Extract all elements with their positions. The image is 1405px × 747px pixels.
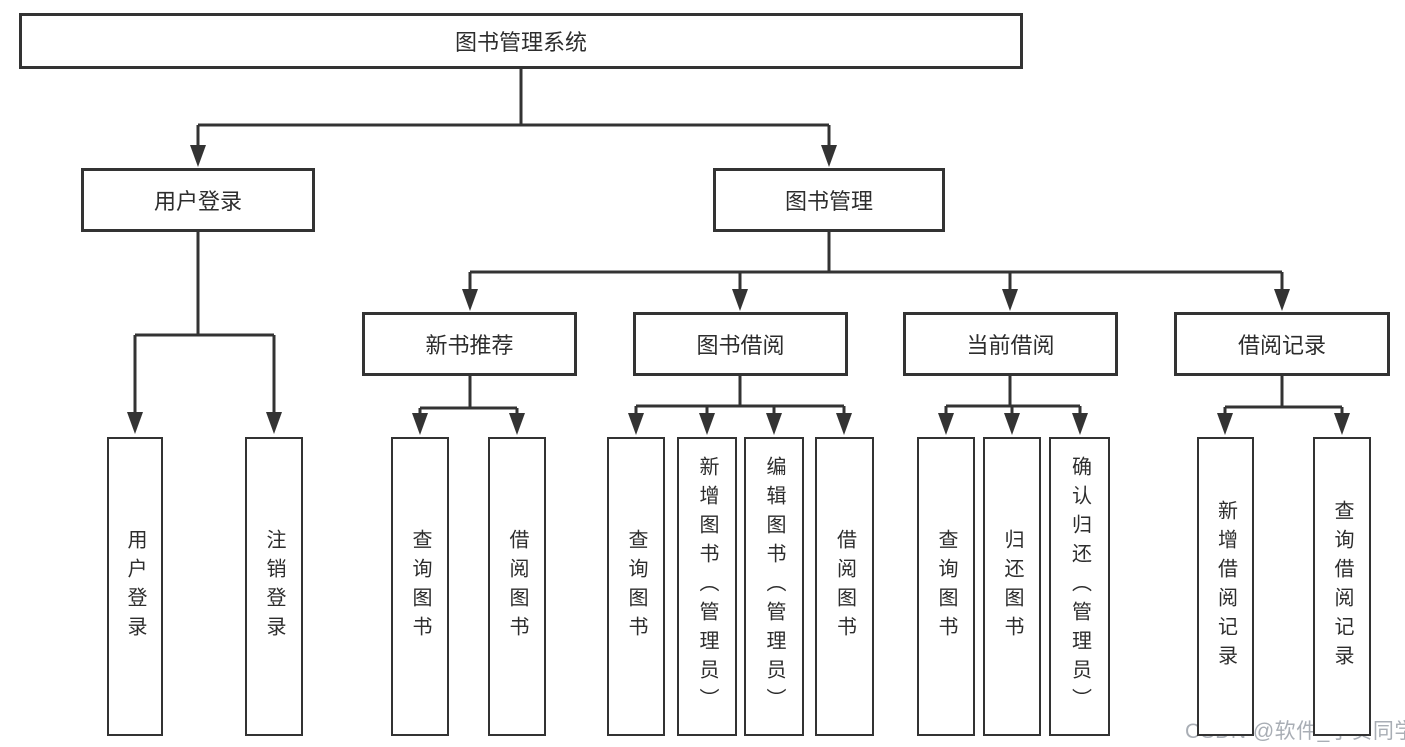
node-confirm-return-admin: 确认归还（管理员） — [1049, 437, 1110, 736]
node-label: 图书借阅 — [696, 333, 785, 358]
arrowhead-icon — [1217, 413, 1233, 435]
arrowhead-icon — [1002, 289, 1018, 311]
arrowhead-icon — [127, 412, 143, 434]
node-label: 新增借阅记录 — [1214, 499, 1237, 674]
node-current-borrow: 当前借阅 — [903, 312, 1118, 376]
node-label: 图书管理系统 — [454, 30, 587, 55]
node-label: 查询借阅记录 — [1331, 499, 1353, 674]
arrowhead-icon — [1334, 413, 1350, 435]
arrowhead-icon — [266, 412, 282, 434]
node-label: 借阅图书 — [506, 528, 528, 645]
arrowhead-icon — [190, 145, 206, 167]
node-book-management: 图书管理 — [713, 168, 945, 232]
arrowhead-icon — [628, 413, 644, 435]
node-label: 新增图书（管理员） — [696, 456, 718, 717]
arrowhead-icon — [821, 145, 837, 167]
node-label: 用户登录 — [153, 189, 242, 214]
node-add-borrow-record: 新增借阅记录 — [1197, 437, 1254, 736]
node-user-login-branch: 用户登录 — [81, 168, 315, 232]
node-query-books-recommend: 查询图书 — [391, 437, 449, 736]
node-label: 查询图书 — [935, 528, 957, 645]
node-label: 确认归还（管理员） — [1068, 456, 1091, 717]
arrowhead-icon — [732, 289, 748, 311]
node-label: 借阅图书 — [833, 528, 856, 645]
node-add-book-admin: 新增图书（管理员） — [677, 437, 737, 736]
node-query-borrow-record: 查询借阅记录 — [1313, 437, 1371, 736]
node-logout: 注销登录 — [245, 437, 303, 736]
node-label: 新书推荐 — [425, 333, 514, 358]
arrowhead-icon — [766, 413, 782, 435]
node-user-login-leaf: 用户登录 — [107, 437, 163, 736]
node-edit-book-admin: 编辑图书（管理员） — [744, 437, 804, 736]
node-book-borrow: 图书借阅 — [633, 312, 848, 376]
arrowhead-icon — [938, 413, 954, 435]
arrowhead-icon — [1072, 413, 1088, 435]
node-label: 借阅记录 — [1237, 333, 1326, 358]
node-query-books-borrow: 查询图书 — [607, 437, 665, 736]
node-label: 图书管理 — [784, 189, 873, 214]
arrowhead-icon — [1274, 289, 1290, 311]
node-label: 用户登录 — [124, 528, 146, 645]
arrowhead-icon — [462, 289, 478, 311]
node-label: 注销登录 — [263, 528, 285, 645]
node-label: 查询图书 — [409, 528, 431, 645]
node-borrow-records: 借阅记录 — [1174, 312, 1390, 376]
arrowhead-icon — [1004, 413, 1020, 435]
arrowhead-icon — [412, 413, 428, 435]
node-borrow-books-leaf: 借阅图书 — [815, 437, 874, 736]
node-borrow-books-recommend: 借阅图书 — [488, 437, 546, 736]
arrowheads — [127, 145, 1350, 435]
node-new-book-recommend: 新书推荐 — [362, 312, 577, 376]
node-label: 查询图书 — [625, 528, 647, 645]
connector-path — [133, 69, 1344, 414]
arrowhead-icon — [509, 413, 525, 435]
arrowhead-icon — [699, 413, 715, 435]
node-label: 编辑图书（管理员） — [763, 456, 785, 717]
node-return-books: 归还图书 — [983, 437, 1041, 736]
node-query-books-current: 查询图书 — [917, 437, 975, 736]
node-library-system: 图书管理系统 — [19, 13, 1023, 69]
arrowhead-icon — [836, 413, 852, 435]
node-label: 归还图书 — [1001, 528, 1023, 645]
node-label: 当前借阅 — [966, 333, 1055, 358]
